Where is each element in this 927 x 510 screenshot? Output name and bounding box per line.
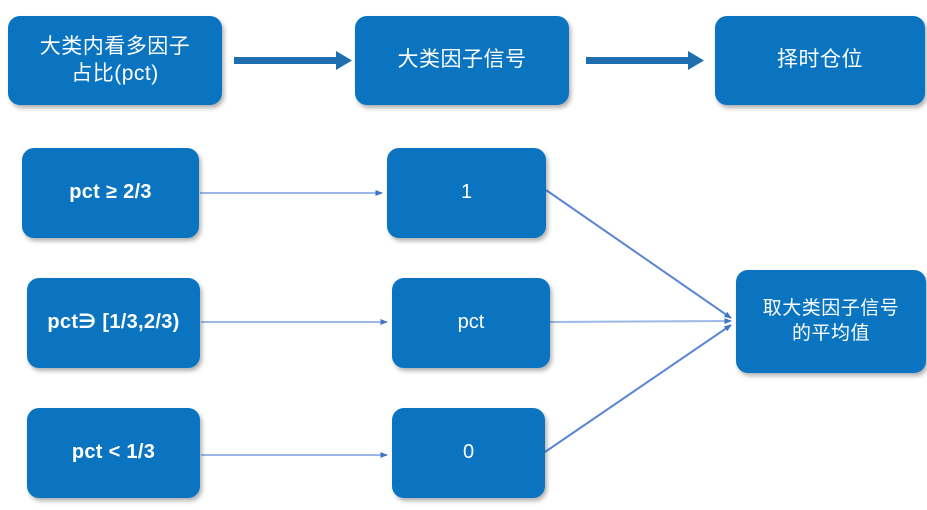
node-condition-high[interactable]: pct ≥ 2/3 <box>22 148 199 238</box>
node-timing-position[interactable]: 择时仓位 <box>715 16 925 105</box>
connector-value-1-to-average <box>545 189 732 319</box>
node-signal-average-label: 取大类因子信号 的平均值 <box>762 298 900 344</box>
connector-value-0-to-average <box>544 324 732 453</box>
node-factor-ratio-source[interactable]: 大类内看多因子 占比(pct) <box>8 16 222 105</box>
node-condition-low-label: pct < 1/3 <box>71 441 156 464</box>
node-condition-mid-label: pct∋ [1/3,2/3) <box>47 311 180 334</box>
node-value-low[interactable]: 0 <box>392 408 545 498</box>
node-signal-average[interactable]: 取大类因子信号 的平均值 <box>736 270 926 373</box>
arrow-signal-to-position <box>586 51 704 70</box>
node-category-factor-signal[interactable]: 大类因子信号 <box>355 16 569 105</box>
node-timing-position-label: 择时仓位 <box>777 48 863 72</box>
connector-value-pct-to-average <box>549 318 732 325</box>
node-value-high-label: 1 <box>460 181 473 204</box>
node-condition-mid[interactable]: pct∋ [1/3,2/3) <box>27 278 200 368</box>
node-value-mid-label: pct <box>457 311 485 334</box>
node-value-low-label: 0 <box>462 441 475 464</box>
node-factor-ratio-source-label: 大类内看多因子 占比(pct) <box>39 34 191 85</box>
node-value-high[interactable]: 1 <box>387 148 546 238</box>
node-condition-high-label: pct ≥ 2/3 <box>69 181 152 204</box>
node-condition-low[interactable]: pct < 1/3 <box>27 408 200 498</box>
node-value-mid[interactable]: pct <box>392 278 550 368</box>
node-category-factor-signal-label: 大类因子信号 <box>397 48 527 72</box>
arrow-source-to-signal <box>234 51 352 70</box>
